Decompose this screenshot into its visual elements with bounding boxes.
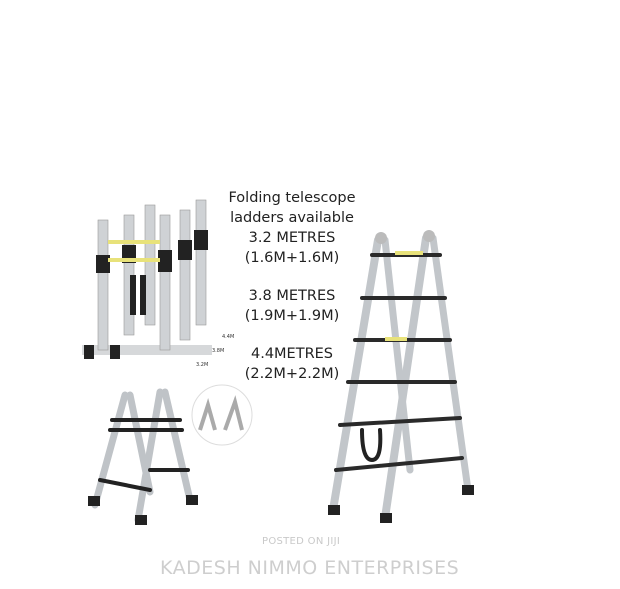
large-aframe-ladder-image xyxy=(328,230,474,523)
posted-watermark: POSTED ON JIJI xyxy=(262,536,341,547)
size-split: (2.2M+2.2M) xyxy=(244,366,340,382)
size-label: 4.4M xyxy=(222,334,234,340)
size-split: (1.6M+1.6M) xyxy=(244,250,340,266)
size-option: 3.8 METRES xyxy=(248,288,336,304)
caption-line: ladders available xyxy=(230,210,354,226)
product-caption: Folding telescope ladders available 3.2 … xyxy=(212,188,372,384)
size-label: 3.8M xyxy=(212,348,224,354)
ladder-group-image: 4.4M 3.8M 3.2M xyxy=(82,199,234,368)
seller-watermark: KADESH NIMMO ENTERPRISES xyxy=(160,557,460,579)
size-option: 3.2 METRES xyxy=(248,230,336,246)
size-option: 4.4METRES xyxy=(250,346,334,362)
small-aframe-ladder-image xyxy=(88,388,198,525)
hinge-detail-image xyxy=(191,384,253,446)
size-label: 3.2M xyxy=(196,362,208,368)
caption-line: Folding telescope xyxy=(228,190,356,206)
size-split: (1.9M+1.9M) xyxy=(244,308,340,324)
